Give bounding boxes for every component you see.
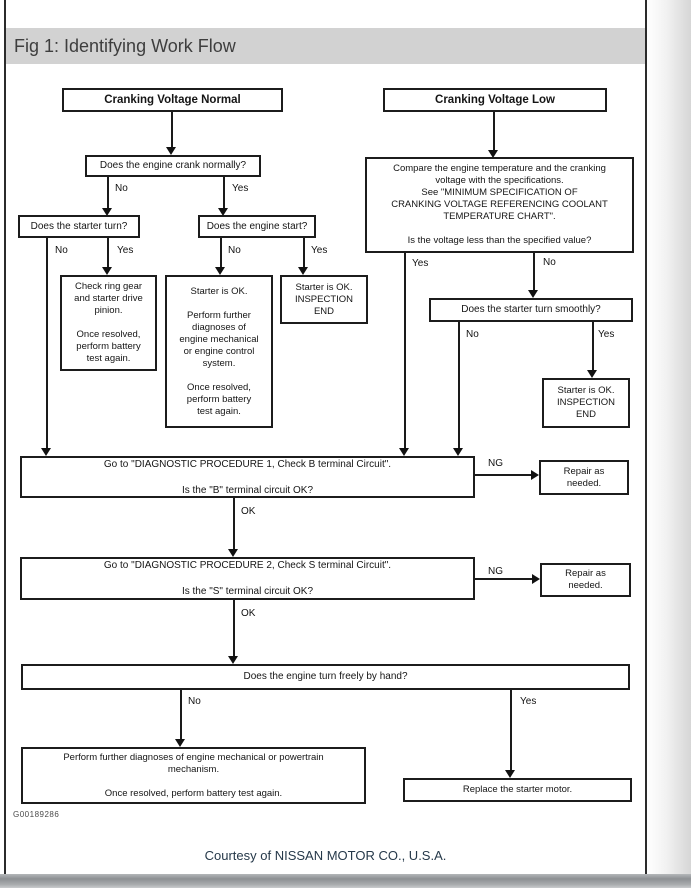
node-diagnostic-procedure-1: Go to "DIAGNOSTIC PROCEDURE 1, Check B t… [20, 456, 475, 498]
figure-title-band: Fig 1: Identifying Work Flow [6, 28, 645, 64]
edge-label-no: No [228, 245, 241, 256]
arrow-down-icon [102, 208, 112, 216]
arrow-down-icon [228, 656, 238, 664]
flow-line [107, 238, 109, 267]
node-replace-starter-motor: Replace the starter motor. [403, 778, 632, 802]
bottom-window-edge [0, 874, 691, 888]
node-repair-as-needed-1: Repair as needed. [539, 460, 629, 495]
arrow-right-icon [532, 574, 540, 584]
flow-line [233, 600, 235, 657]
edge-label-yes: Yes [232, 183, 249, 194]
edge-label-ng: NG [488, 566, 503, 577]
edge-label-ok: OK [241, 506, 256, 517]
arrow-down-icon [102, 267, 112, 275]
figure-code: G00189286 [13, 810, 60, 819]
arrow-down-icon [215, 267, 225, 275]
flow-line [303, 238, 305, 267]
page-right-border [645, 0, 647, 874]
flow-line [458, 322, 460, 448]
edge-label-no: No [466, 329, 479, 340]
page-shadow [647, 0, 691, 874]
node-starter-turn: Does the starter turn? [18, 215, 140, 238]
node-compare-temperature: Compare the engine temperature and the c… [365, 157, 634, 253]
edge-label-no: No [115, 183, 128, 194]
edge-label-no: No [188, 696, 201, 707]
arrow-down-icon [218, 208, 228, 216]
edge-label-yes: Yes [117, 245, 134, 256]
flow-line [46, 238, 48, 448]
arrow-down-icon [505, 770, 515, 778]
flow-line [233, 498, 235, 549]
flow-line [180, 690, 182, 740]
flow-line [220, 238, 222, 267]
flow-line [493, 112, 495, 150]
flow-line [223, 177, 225, 208]
courtesy-line: Courtesy of NISSAN MOTOR CO., U.S.A. [204, 848, 447, 863]
edge-label-ng: NG [488, 458, 503, 469]
flow-line [592, 322, 594, 370]
arrow-down-icon [587, 370, 597, 378]
figure-title: Fig 1: Identifying Work Flow [14, 36, 236, 56]
arrow-down-icon [528, 290, 538, 298]
node-further-diag-powertrain: Perform further diagnoses of engine mech… [21, 747, 366, 804]
flow-line [171, 112, 173, 147]
edge-label-no: No [543, 257, 556, 268]
flow-line [107, 177, 109, 208]
edge-label-no: No [55, 245, 68, 256]
node-repair-as-needed-2: Repair as needed. [540, 563, 631, 597]
node-starter-ok-further-diag: Starter is OK. Perform further diagnoses… [165, 275, 273, 428]
flow-line [510, 690, 512, 771]
node-starter-ok-inspection-end-2: Starter is OK. INSPECTION END [542, 378, 630, 428]
flow-line [475, 578, 532, 580]
node-diagnostic-procedure-2: Go to "DIAGNOSTIC PROCEDURE 2, Check S t… [20, 557, 475, 600]
page-left-border [4, 0, 6, 874]
node-check-ring-gear: Check ring gear and starter drive pinion… [60, 275, 157, 371]
edge-label-ok: OK [241, 608, 256, 619]
edge-label-yes: Yes [520, 696, 537, 707]
arrow-right-icon [531, 470, 539, 480]
edge-label-yes: Yes [311, 245, 328, 256]
arrow-down-icon [228, 549, 238, 557]
flow-line [404, 253, 406, 448]
node-starter-ok-inspection-end-1: Starter is OK. INSPECTION END [280, 275, 368, 324]
edge-label-yes: Yes [598, 329, 615, 340]
node-cranking-voltage-low: Cranking Voltage Low [383, 88, 607, 112]
arrow-down-icon [166, 147, 176, 155]
arrow-down-icon [399, 448, 409, 456]
arrow-down-icon [488, 150, 498, 158]
arrow-down-icon [298, 267, 308, 275]
arrow-down-icon [453, 448, 463, 456]
node-engine-start: Does the engine start? [198, 215, 316, 238]
node-starter-turn-smoothly: Does the starter turn smoothly? [429, 298, 633, 322]
flow-line [533, 253, 535, 290]
node-engine-turn-freely: Does the engine turn freely by hand? [21, 664, 630, 690]
node-engine-crank-normally: Does the engine crank normally? [85, 155, 261, 177]
flow-line [475, 474, 531, 476]
edge-label-yes: Yes [412, 258, 429, 269]
arrow-down-icon [175, 739, 185, 747]
node-cranking-voltage-normal: Cranking Voltage Normal [62, 88, 283, 112]
arrow-down-icon [41, 448, 51, 456]
